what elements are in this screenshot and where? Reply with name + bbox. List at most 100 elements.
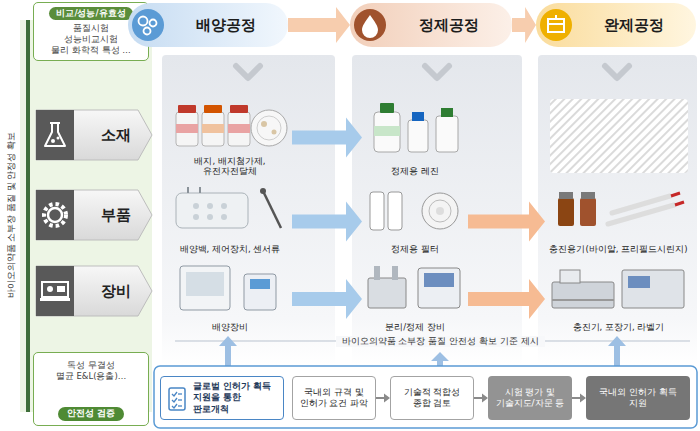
cells-icon xyxy=(132,9,164,41)
box-icon xyxy=(555,15,557,19)
process-title: 완제공정 xyxy=(604,16,664,35)
machine-icon xyxy=(47,286,53,292)
media-bottles xyxy=(228,112,250,146)
down-chevron xyxy=(605,66,629,78)
up-arrow xyxy=(431,352,449,366)
tab-shape xyxy=(36,110,74,160)
gear-icon xyxy=(44,204,66,226)
media-bottles xyxy=(176,112,198,146)
drop-icon xyxy=(362,15,378,38)
incubator xyxy=(186,272,224,296)
check-icon xyxy=(169,388,185,410)
item-cell: 분리/정제 장비 xyxy=(362,262,468,336)
process-title: 정제공정 xyxy=(419,16,479,35)
criteria-label: 바이오의약품 소부장 품질 안전성 확보 기준 제시 xyxy=(336,336,545,347)
purification-system xyxy=(368,278,406,308)
machine-icon xyxy=(40,298,70,301)
vial-syringe xyxy=(558,198,574,226)
incubator xyxy=(180,266,276,310)
incubator xyxy=(244,274,276,310)
media-bottles xyxy=(272,130,277,135)
check-icon xyxy=(178,393,182,394)
media-bottles xyxy=(257,116,281,140)
filter-cartridge xyxy=(436,207,444,215)
resin-bottles xyxy=(374,126,400,136)
purification-system xyxy=(368,266,460,308)
media-bottles xyxy=(261,121,267,127)
vial-syringe xyxy=(671,193,680,196)
column-panel xyxy=(538,55,697,365)
incubator xyxy=(180,266,230,310)
flow-arrow xyxy=(288,7,350,43)
media-bottles xyxy=(228,124,250,133)
support-panel xyxy=(154,366,697,428)
check-item: 멸균 E&L(용출)… xyxy=(56,371,127,382)
tab-shape xyxy=(36,190,152,240)
media-bottles xyxy=(251,110,287,146)
column-panel xyxy=(162,55,697,365)
item-caption: 배양백, 제어장치, 센서류 xyxy=(180,244,281,255)
category-tab: 장비 xyxy=(36,266,152,316)
filling-machine xyxy=(628,276,650,288)
check-icon xyxy=(172,404,177,408)
culture-bag xyxy=(207,214,213,220)
check-item: 비교/성능/유효성 xyxy=(49,7,132,20)
filling-machine xyxy=(552,270,684,308)
box-icon xyxy=(548,23,564,25)
flow-arrow xyxy=(292,279,362,319)
check-icon xyxy=(178,399,182,400)
box-icon xyxy=(540,9,572,41)
check-item: 독성 무결성 xyxy=(67,360,115,371)
resin-bottles xyxy=(408,120,428,152)
step-text: 글로벌 인허가 획득 지원을 통한 판로개척 xyxy=(193,381,278,415)
tab-shape xyxy=(36,266,74,316)
purification-system xyxy=(392,266,398,280)
category-name: 소재 xyxy=(101,126,131,145)
purification-system xyxy=(374,266,380,280)
vial-syringe xyxy=(559,192,573,199)
safety-box: 독성 무결성멸균 E&L(용출)…안전성 검증 xyxy=(33,352,149,426)
media-bottles xyxy=(176,105,287,146)
item-caption: 충진용기(바이알, 프리필드시린지) xyxy=(549,244,687,255)
item-cell: 정제용 필터 xyxy=(362,185,468,258)
category-name: 장비 xyxy=(101,282,131,301)
filter-cartridge xyxy=(370,192,384,230)
vial-syringe xyxy=(581,192,595,199)
machine-icon xyxy=(42,282,68,297)
down-chevron xyxy=(236,66,629,78)
process-step: 기술적 적합성 종합 검토 xyxy=(390,376,474,420)
tab-shape xyxy=(36,190,152,240)
media-bottles xyxy=(178,105,196,113)
item-caption: 정제용 레진 xyxy=(391,166,439,177)
item-cell: 충진기, 포장기, 라벨기 xyxy=(545,262,692,336)
flask-icon xyxy=(51,139,55,143)
item-caption: 충진기, 포장기, 라벨기 xyxy=(573,322,665,333)
flow-arrow xyxy=(292,118,362,158)
tab-shape xyxy=(36,190,74,240)
culture-bag xyxy=(187,187,189,193)
process-step: 시험 평가 및 기술지도/자문 등 xyxy=(488,376,572,420)
item-caption: 분리/정제 장비 xyxy=(385,322,445,333)
culture-bag xyxy=(260,188,266,194)
filling-machine xyxy=(552,282,614,308)
column-panel xyxy=(352,55,522,365)
flask-icon xyxy=(45,123,65,146)
filling-machine xyxy=(622,270,684,308)
culture-bag xyxy=(193,214,199,220)
side-panel xyxy=(26,20,30,412)
check-icon xyxy=(178,405,182,406)
item-caption: 배지, 배지첨가제, 유전자전달체 xyxy=(171,156,289,177)
item-cell: 배지, 배지첨가제, 유전자전달체 xyxy=(168,95,292,180)
flask-icon xyxy=(57,137,60,140)
filling-machine xyxy=(552,299,614,301)
cells-icon xyxy=(139,17,148,26)
tab-shape xyxy=(36,110,152,160)
cells-icon xyxy=(150,20,157,27)
check-item: 품질시험 xyxy=(73,23,109,34)
tab-shape xyxy=(36,266,152,316)
process-header: 배양공정 xyxy=(128,3,288,47)
check-item: 물리 화학적 특성 … xyxy=(51,45,131,56)
vial-syringe xyxy=(608,205,674,224)
flow-arrow xyxy=(572,394,586,403)
purification-system xyxy=(418,268,460,308)
